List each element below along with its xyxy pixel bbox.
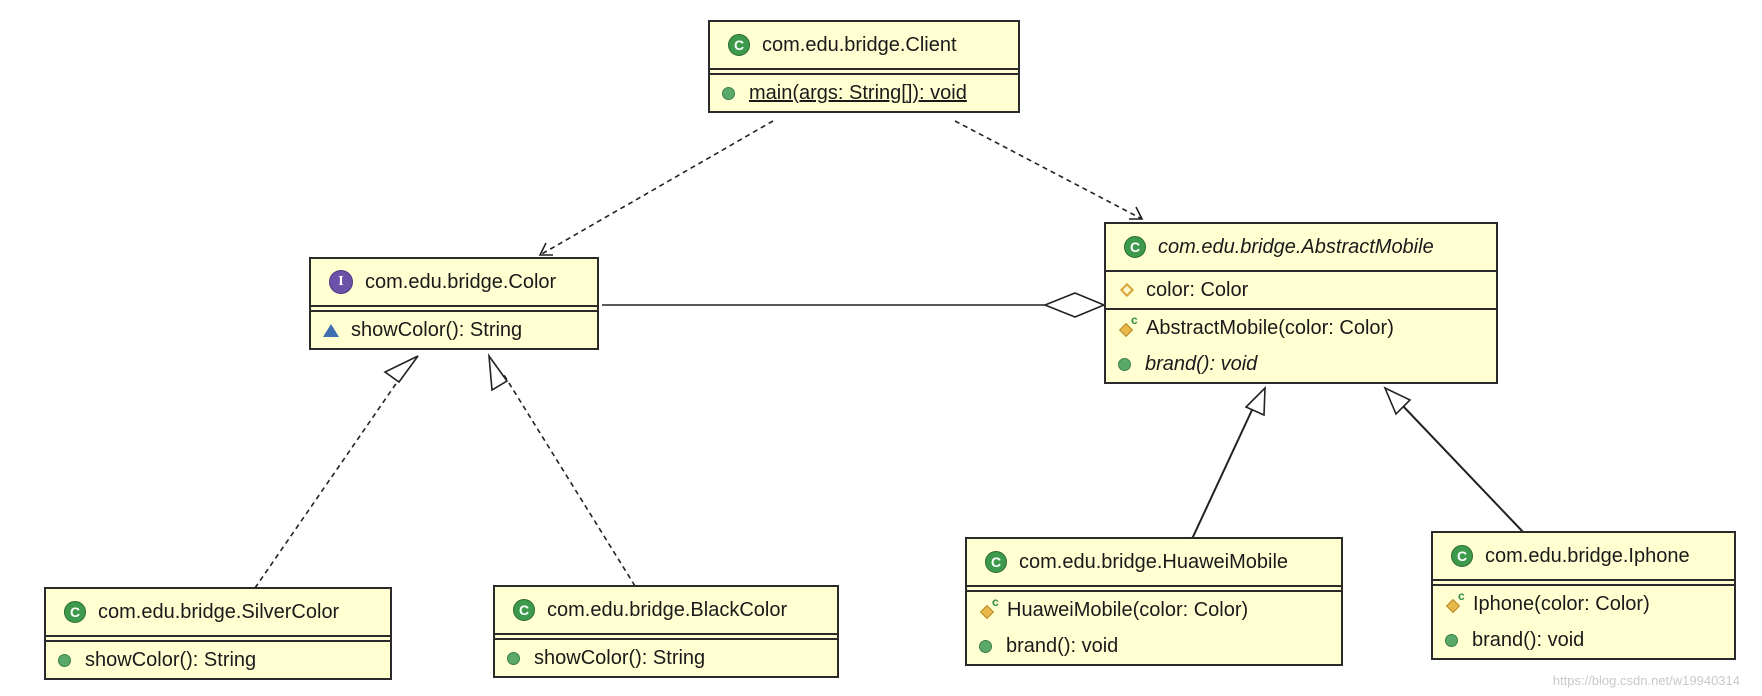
class-header: C com.edu.bridge.HuaweiMobile (967, 539, 1341, 585)
dependency-client-color (538, 120, 774, 256)
public-method-icon (507, 651, 520, 665)
method-text: brand(): void (1472, 628, 1585, 651)
class-header: C com.edu.bridge.AbstractMobile (1106, 224, 1496, 270)
protected-field-icon (1119, 282, 1135, 298)
aggregation-color-abstractmobile (602, 292, 1107, 318)
method-row: c AbstractMobile(color: Color) (1106, 310, 1496, 346)
method-row: brand(): void (967, 628, 1341, 664)
method-row: main(args: String[]): void (710, 75, 1018, 111)
attributes-divider (311, 305, 597, 307)
method-text: main(args: String[]): void (749, 81, 967, 104)
methods-divider (1106, 308, 1496, 310)
public-method-icon (722, 86, 735, 100)
class-client[interactable]: C com.edu.bridge.Client main(args: Strin… (708, 20, 1020, 113)
constructor-icon: c (1445, 589, 1467, 614)
interface-icon: I (329, 270, 353, 294)
class-name: com.edu.bridge.SilverColor (98, 600, 340, 623)
class-header: C com.edu.bridge.SilverColor (46, 589, 390, 635)
method-row: brand(): void (1106, 346, 1496, 382)
field-row: color: Color (1106, 272, 1496, 308)
field-text: color: Color (1146, 278, 1249, 301)
attributes-divider (1433, 579, 1734, 581)
class-icon: C (513, 599, 535, 621)
class-header: C com.edu.bridge.Client (710, 22, 1018, 68)
class-header: I com.edu.bridge.Color (311, 259, 597, 305)
class-name: com.edu.bridge.BlackColor (547, 598, 788, 621)
dependency-client-abstractmobile (954, 120, 1144, 220)
class-icon: C (1451, 545, 1473, 567)
class-name: com.edu.bridge.Color (365, 270, 557, 293)
class-silvercolor[interactable]: C com.edu.bridge.SilverColor showColor()… (44, 587, 392, 680)
method-text: showColor(): String (351, 318, 523, 341)
class-icon: C (985, 551, 1007, 573)
method-row: showColor(): String (311, 312, 597, 348)
constructor-icon: c (979, 595, 1001, 620)
class-name: com.edu.bridge.Client (762, 33, 957, 56)
method-row: showColor(): String (495, 640, 837, 676)
methods-divider (967, 590, 1341, 592)
interface-color[interactable]: I com.edu.bridge.Color showColor(): Stri… (309, 257, 599, 350)
class-iphone[interactable]: C com.edu.bridge.Iphone c Iphone(color: … (1431, 531, 1736, 660)
generalization-huawei-abstractmobile (1191, 385, 1266, 540)
method-text: Iphone(color: Color) (1473, 592, 1650, 615)
methods-divider (46, 640, 390, 642)
class-abstractmobile[interactable]: C com.edu.bridge.AbstractMobile color: C… (1104, 222, 1498, 384)
method-row: c Iphone(color: Color) (1433, 586, 1734, 622)
class-header: C com.edu.bridge.BlackColor (495, 587, 837, 633)
class-icon: C (1124, 236, 1146, 258)
realization-blackcolor-color (487, 353, 636, 587)
method-text: brand(): void (1006, 634, 1119, 657)
method-row: c HuaweiMobile(color: Color) (967, 592, 1341, 628)
attributes-divider (46, 635, 390, 637)
package-method-icon (323, 323, 339, 337)
methods-divider (1433, 584, 1734, 586)
method-row: showColor(): String (46, 642, 390, 678)
class-name: com.edu.bridge.HuaweiMobile (1019, 550, 1289, 573)
class-icon: C (728, 34, 750, 56)
public-method-icon (1445, 633, 1458, 647)
public-method-icon (979, 639, 992, 653)
methods-divider (495, 638, 837, 640)
method-text: showColor(): String (85, 648, 257, 671)
class-icon: C (64, 601, 86, 623)
method-row: brand(): void (1433, 622, 1734, 658)
public-method-icon (1118, 357, 1131, 371)
methods-divider (311, 310, 597, 312)
class-name: com.edu.bridge.Iphone (1485, 544, 1690, 567)
methods-divider (710, 73, 1018, 75)
method-text: showColor(): String (534, 646, 706, 669)
public-method-icon (58, 653, 71, 667)
class-header: C com.edu.bridge.Iphone (1433, 533, 1734, 579)
constructor-icon: c (1118, 313, 1140, 338)
class-name: com.edu.bridge.AbstractMobile (1158, 235, 1434, 258)
attributes-divider (967, 585, 1341, 587)
class-blackcolor[interactable]: C com.edu.bridge.BlackColor showColor():… (493, 585, 839, 678)
watermark: https://blog.csdn.net/w19940314 (1552, 673, 1740, 688)
attributes-divider (1106, 270, 1496, 272)
generalization-iphone-abstractmobile (1383, 386, 1525, 534)
method-text: brand(): void (1145, 352, 1258, 375)
method-text: AbstractMobile(color: Color) (1146, 316, 1394, 339)
attributes-divider (495, 633, 837, 635)
attributes-divider (710, 68, 1018, 70)
realization-silvercolor-color (254, 355, 419, 589)
method-text: HuaweiMobile(color: Color) (1007, 598, 1249, 621)
class-huaweimobile[interactable]: C com.edu.bridge.HuaweiMobile c HuaweiMo… (965, 537, 1343, 666)
